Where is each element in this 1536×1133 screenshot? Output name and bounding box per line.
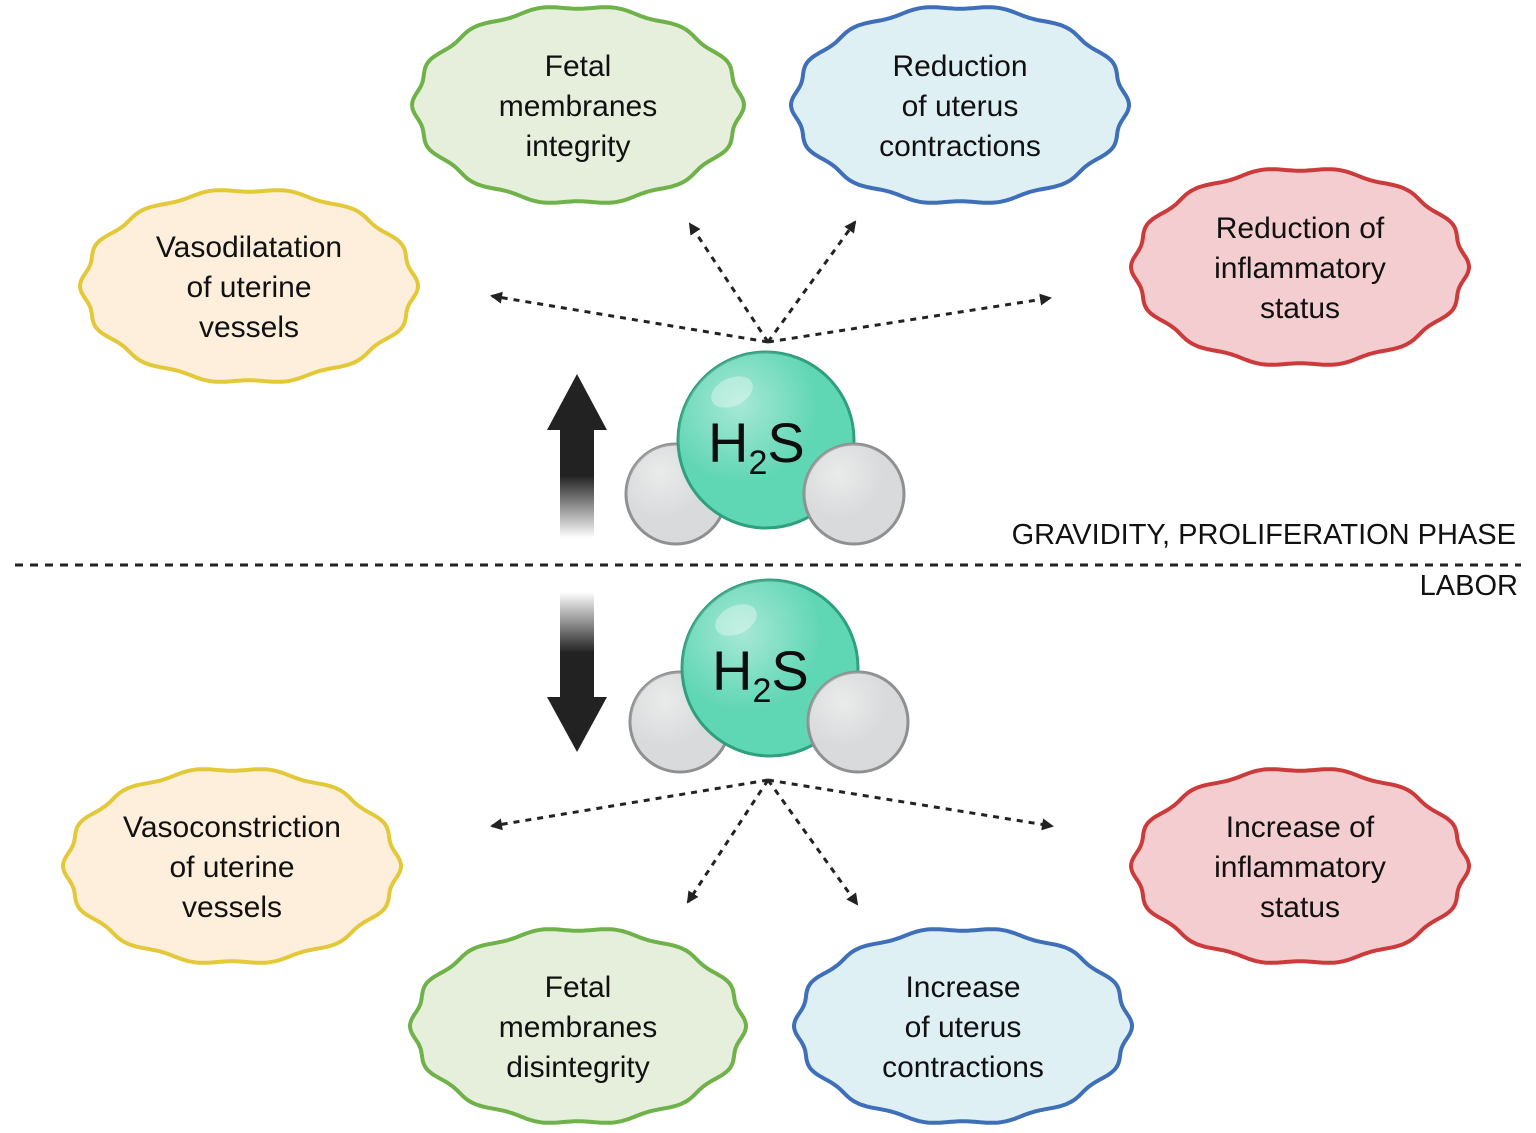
decrease-arrow-icon (547, 592, 607, 752)
arrow-to-top-inflammation (767, 293, 1052, 344)
node-label-line: Fetal (545, 50, 612, 83)
node-shape (1128, 767, 1472, 965)
node-shape (60, 767, 404, 965)
node-top-vasodilatation: Vasodilatation of uterine vessels (77, 188, 421, 384)
node-label-line: Fetal (545, 971, 612, 1004)
node-bottom-vasoconstriction: Vasoconstriction of uterine vessels (60, 767, 404, 965)
node-label-line: Reduction of (1216, 212, 1385, 245)
node-top-inflammatory-status: Reduction of inflammatory status (1128, 167, 1472, 367)
node-shape (788, 5, 1132, 205)
molecule-formula: H2S (712, 639, 809, 710)
arrow-to-bottom-uterus (766, 779, 859, 906)
arrow-to-bottom-fetal (686, 779, 770, 904)
arrow-to-top-fetal (688, 222, 770, 343)
node-shape (410, 5, 746, 205)
node-bottom-inflammatory-status: Increase of inflammatory status (1128, 767, 1472, 965)
h2s-molecule-icon: H2S (628, 578, 910, 774)
node-label-line: status (1260, 292, 1340, 325)
arrow-to-top-uterus (766, 220, 857, 343)
hydrogen-atom-shine (804, 444, 904, 544)
node-label-line: vessels (199, 311, 299, 344)
node-label-line: Reduction (892, 50, 1027, 83)
node-top-fetal-membranes: Fetal membranes integrity (410, 5, 746, 205)
arrow-to-top-vaso (490, 291, 769, 344)
node-label-line: of uterine (186, 271, 311, 304)
node-shape (77, 188, 421, 384)
node-label-line: integrity (525, 130, 630, 163)
node-label-line: Vasoconstriction (123, 811, 341, 844)
nodes-layer: Fetal membranes integrity Reduction of uter… (60, 5, 1472, 1125)
node-label-line: of uterus (905, 1011, 1022, 1044)
node-shape (1128, 167, 1472, 367)
node-label-line: membranes (499, 90, 657, 123)
top-arrows (490, 220, 1052, 344)
h2s-molecule-icon: H2S (624, 350, 906, 546)
node-shape (791, 927, 1135, 1125)
phase-label-bottom: LABOR (1420, 570, 1518, 602)
node-label-line: inflammatory (1214, 851, 1386, 884)
node-label-line: vessels (182, 891, 282, 924)
node-label-line: membranes (499, 1011, 657, 1044)
node-bottom-fetal-membranes: Fetal membranes disintegrity (407, 927, 749, 1125)
node-label-line: of uterus (902, 90, 1019, 123)
node-label-line: of uterine (169, 851, 294, 884)
node-label-line: contractions (882, 1051, 1044, 1084)
node-label-line: inflammatory (1214, 252, 1386, 285)
bottom-arrows (490, 778, 1054, 906)
node-label-line: disintegrity (506, 1051, 649, 1084)
node-label-line: Increase (905, 971, 1020, 1004)
node-top-uterus-contractions: Reduction of uterus contractions (788, 5, 1132, 205)
node-bottom-uterus-contractions: Increase of uterus contractions (791, 927, 1135, 1125)
node-shape (407, 927, 749, 1125)
node-label-line: Vasodilatation (156, 231, 342, 264)
hydrogen-atom-shine (808, 672, 908, 772)
phase-label-top: GRAVIDITY, PROLIFERATION PHASE (1012, 519, 1516, 551)
node-label-line: contractions (879, 130, 1041, 163)
molecule-formula: H2S (708, 411, 805, 482)
increase-arrow-icon (547, 374, 607, 538)
arrow-to-bottom-vaso (490, 778, 769, 831)
node-label-line: Increase of (1226, 811, 1375, 844)
arrow-to-bottom-inflammation (767, 778, 1054, 831)
sulfur-highlight (711, 376, 753, 408)
node-label-line: status (1260, 891, 1340, 924)
sulfur-highlight (715, 604, 757, 636)
